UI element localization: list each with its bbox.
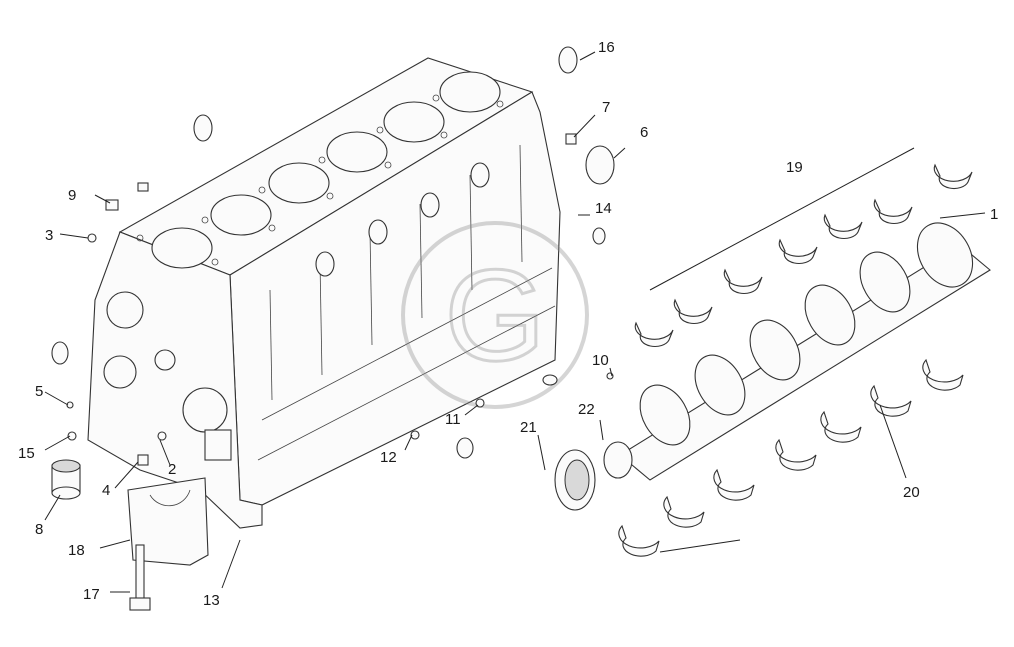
callout-12: 12 [380,449,397,466]
deck-holes [136,94,504,266]
callout-15: 15 [18,445,35,462]
svg-text:G: G [444,242,545,388]
front-face-details [103,291,232,461]
part-16b-plug [193,114,213,142]
cylinder-bore-5 [383,101,445,143]
callout-20: 20 [903,484,920,501]
side-bore-3 [470,162,490,188]
callout-4: 4 [102,482,111,499]
watermark-logo: G [401,221,589,409]
cylinder-bores [151,71,501,269]
part-seal-front [51,341,69,365]
part-16-plug [558,46,578,74]
crank-throws [639,222,974,446]
callout-13: 13 [203,592,220,609]
callout-7: 7 [602,99,611,116]
part-2-pin [157,431,167,441]
callout-8: 8 [35,521,44,538]
callout-17: 17 [83,586,100,603]
callout-5: 5 [35,383,44,400]
crankshaft-nose [603,441,633,479]
callout-19: 19 [786,159,803,176]
cylinder-bore-1 [151,227,213,269]
part-21-gear [554,449,596,511]
part-12-plug [410,430,420,440]
callout-3: 3 [45,227,54,244]
crankshaft [603,222,991,481]
callout-16: 16 [598,39,615,56]
callout-11: 11 [445,411,461,428]
callout-6: 6 [640,124,649,141]
block-ribs [257,144,556,461]
callout-9: 9 [68,187,77,204]
part-7-sleeve [565,133,577,145]
part-18-bearing-cap [127,477,209,566]
part-9-plug [105,199,119,211]
part-14-seal [592,227,606,245]
part-3-plug [87,233,97,243]
part-10-plug [542,374,558,386]
upper-bearing-shells [634,163,973,348]
leader-lines [44,51,986,593]
part-10b-pin [606,372,614,380]
callout-18: 18 [68,542,85,559]
callout-22: 22 [578,401,595,418]
callout-2: 2 [168,461,177,478]
part-8-bushing [51,459,81,500]
part-17-bolt [129,544,151,611]
cylinder-bore-2 [210,194,272,236]
cylinder-bore-6 [439,71,501,113]
callout-10: 10 [592,352,609,369]
side-bore-2 [420,192,440,218]
part-4-plug [137,454,149,466]
callout-14: 14 [595,200,612,217]
part-6-cap [585,145,615,185]
cylinder-bore-3 [268,162,330,204]
camshaft-bore [368,219,388,245]
callout-21: 21 [520,419,537,436]
side-bore [315,251,335,277]
callout-1: 1 [990,206,999,223]
engine-block [87,57,561,529]
part-15-plug [67,431,77,441]
part-9b-plug [137,182,149,192]
part-21-seal [456,437,474,459]
cylinder-bore-4 [326,131,388,173]
